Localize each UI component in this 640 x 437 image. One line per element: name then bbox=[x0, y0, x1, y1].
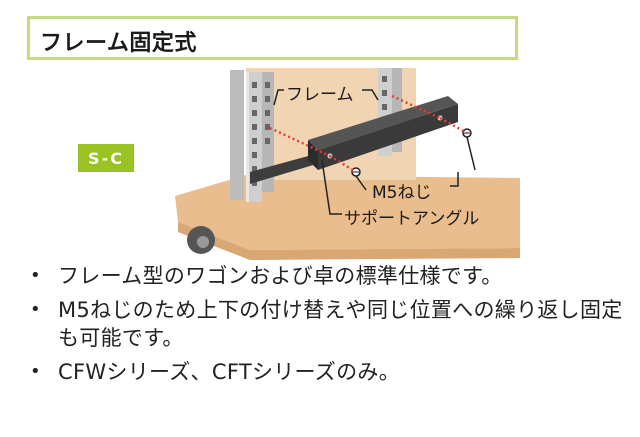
list-item-text: CFWシリーズ、CFTシリーズのみ。 bbox=[58, 360, 401, 384]
caster-hub bbox=[197, 236, 209, 248]
list-item-text: フレーム型のワゴンおよび卓の標準仕様です。 bbox=[58, 264, 503, 288]
list-item: • フレーム型のワゴンおよび卓の標準仕様です。 bbox=[26, 262, 626, 290]
list-item: • CFWシリーズ、CFTシリーズのみ。 bbox=[26, 358, 626, 386]
frame-holes-left bbox=[252, 82, 257, 186]
frame-rail-left-back bbox=[230, 70, 244, 200]
bullet-icon: • bbox=[30, 265, 41, 286]
list-item-text: M5ねじのため上下の付け替えや同じ位置への繰り返し固定も可能です。 bbox=[58, 298, 623, 350]
feature-list: • フレーム型のワゴンおよび卓の標準仕様です。 • M5ねじのため上下の付け替え… bbox=[26, 262, 626, 392]
bullet-icon: • bbox=[30, 299, 41, 320]
page-title: フレーム固定式 bbox=[40, 31, 197, 56]
leader-lines bbox=[273, 89, 476, 215]
screw-label: M5ねじ bbox=[372, 183, 432, 203]
alignment-guides bbox=[269, 94, 468, 174]
list-item: • M5ねじのため上下の付け替えや同じ位置への繰り返し固定も可能です。 bbox=[26, 296, 626, 352]
model-badge: S-C bbox=[78, 144, 134, 172]
table-edge bbox=[178, 222, 520, 260]
frame-rail-left bbox=[246, 72, 262, 202]
support-angle-front bbox=[318, 104, 458, 170]
title-box: フレーム固定式 bbox=[27, 16, 518, 60]
support-angle-label: サポートアングル bbox=[344, 209, 480, 229]
frame-label: フレーム bbox=[286, 85, 354, 105]
bullet-icon: • bbox=[30, 361, 41, 382]
